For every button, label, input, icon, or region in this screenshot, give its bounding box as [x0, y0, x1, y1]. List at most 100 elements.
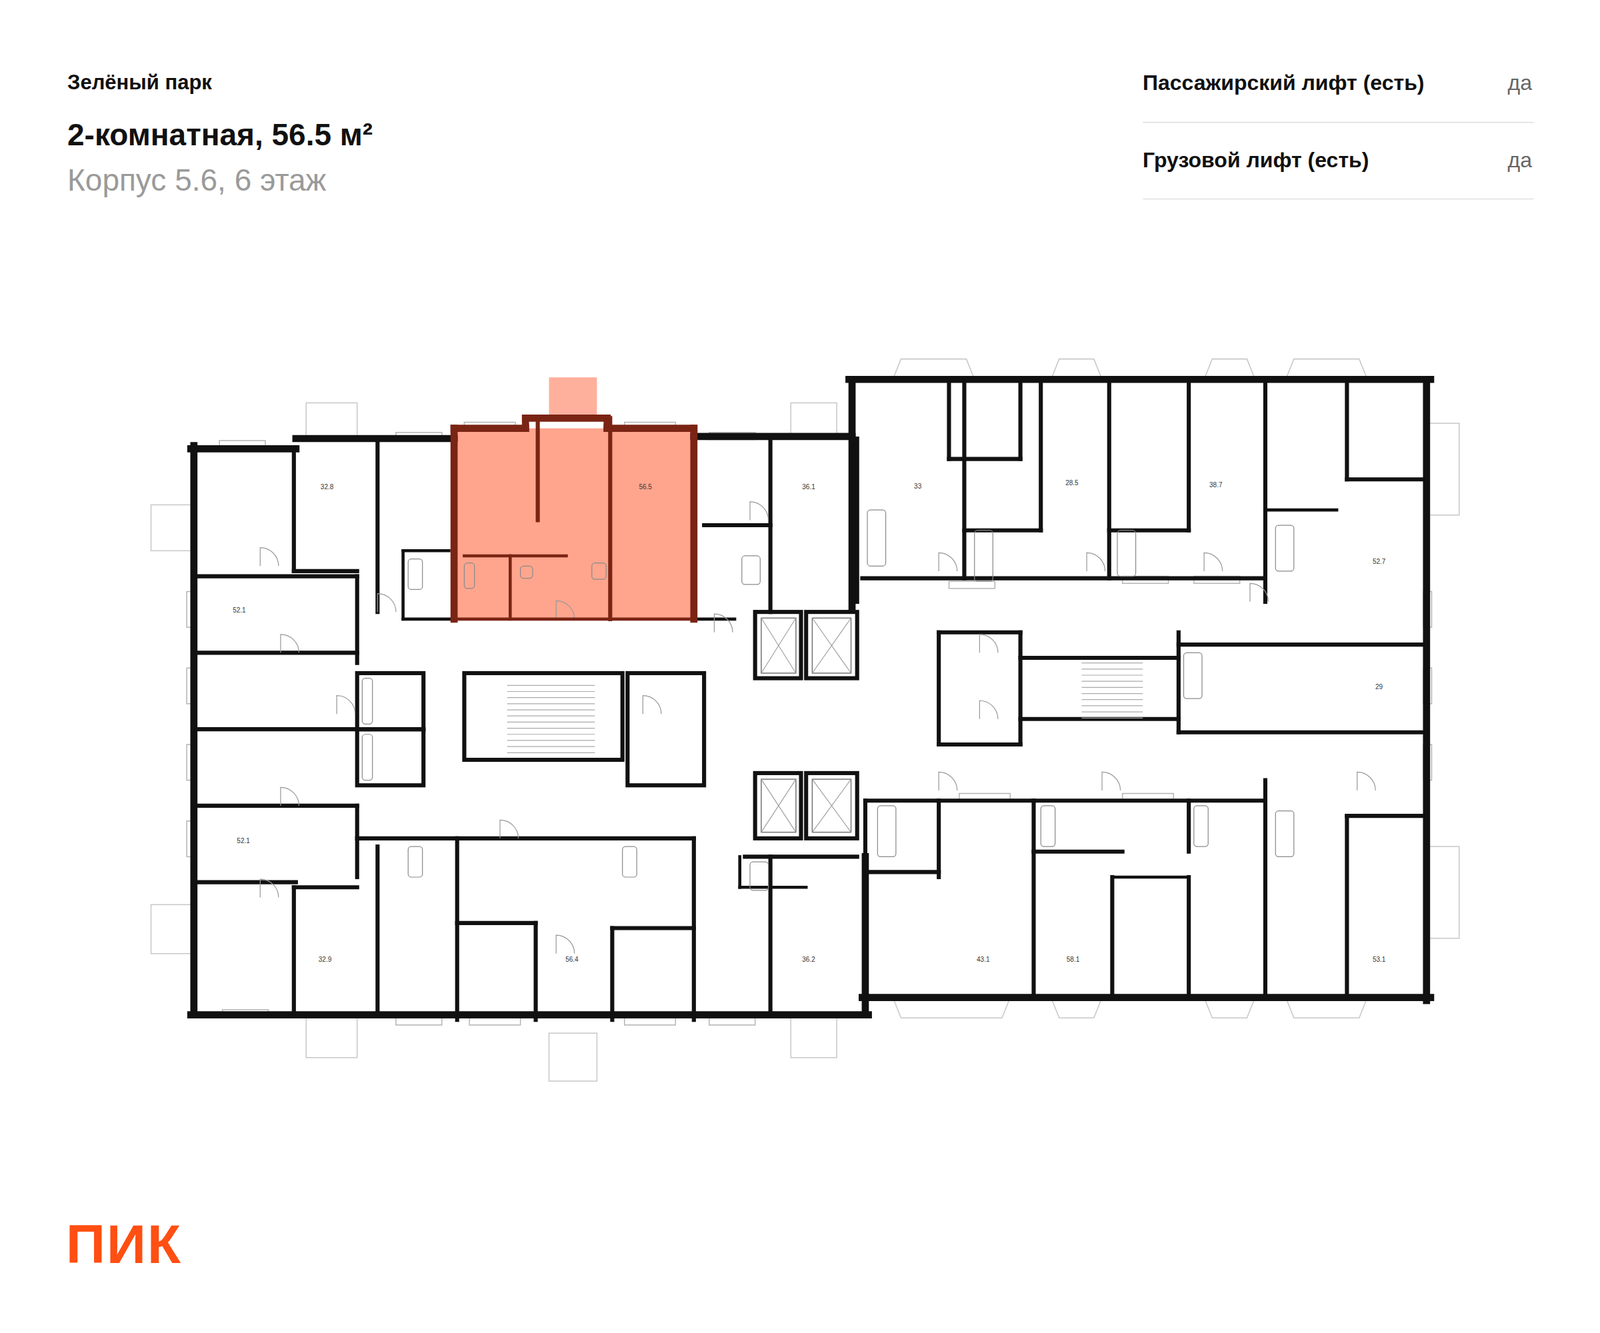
apartment: 28.5: [1064, 478, 1083, 487]
wall: [194, 804, 358, 808]
wall: [865, 798, 1266, 803]
area-label: 33: [914, 482, 925, 490]
project-name: Зелёный парк: [67, 70, 212, 95]
core-wall: [464, 673, 622, 760]
elevator-car: [761, 618, 796, 674]
wall: [936, 800, 941, 878]
balcony: [790, 1015, 837, 1058]
wall: [294, 885, 358, 890]
apartment: 58.1: [1065, 954, 1084, 964]
wall: [190, 445, 296, 453]
stair-tread: [1081, 705, 1143, 706]
stair-tread: [1081, 681, 1143, 682]
area-label: 29: [1375, 683, 1386, 691]
stair-tread: [1081, 668, 1143, 670]
sanitary-fixture: [1194, 806, 1208, 847]
area-label: 32.8: [320, 483, 337, 491]
wall: [938, 630, 1020, 635]
windows: [186, 422, 1432, 1026]
selected-wall: [508, 556, 512, 620]
balcony: [1428, 423, 1460, 516]
stair-tread: [1081, 693, 1143, 694]
wall: [355, 576, 360, 664]
wall: [848, 376, 1430, 384]
stair-tread: [507, 728, 596, 729]
wall: [1344, 816, 1349, 998]
wall: [1112, 876, 1189, 880]
selected-wall: [464, 554, 566, 558]
elevator-cross: [812, 779, 851, 833]
wall: [1263, 379, 1268, 602]
wall: [855, 438, 860, 602]
wall: [865, 870, 939, 874]
wall: [194, 574, 358, 579]
door-swing: [714, 614, 733, 633]
sanitary-fixture: [877, 806, 896, 858]
wall: [692, 838, 696, 1020]
selected-wall: [454, 424, 526, 432]
stair-tread: [507, 722, 596, 723]
sanitary-fixture: [520, 566, 533, 578]
door-swing: [979, 634, 998, 654]
stair-tread: [1081, 699, 1143, 700]
balcony: [306, 1015, 358, 1058]
feature-value: да: [1508, 70, 1532, 96]
door-swing: [1250, 583, 1269, 602]
sanitary-fixture: [974, 530, 994, 582]
selected-wall: [608, 418, 612, 619]
stair-tread: [507, 703, 596, 704]
stair-tread: [1081, 718, 1143, 719]
stair-tread: [507, 740, 596, 741]
wall: [1186, 877, 1191, 998]
stair-tread: [1081, 662, 1143, 664]
sanitary-fixture: [742, 556, 761, 585]
balcony: [548, 1033, 597, 1082]
wall: [964, 528, 1041, 533]
selected-area: [454, 428, 694, 620]
core-wall: [357, 673, 424, 730]
table-rule: [1142, 122, 1534, 124]
apartment: 53.1: [1371, 954, 1390, 964]
area-label: 38.7: [1209, 481, 1226, 489]
wall: [1110, 877, 1114, 998]
window: [948, 581, 995, 589]
wall: [768, 856, 773, 1015]
wall: [534, 923, 538, 1020]
sanitary-fixture: [1275, 525, 1294, 572]
selected-balcony: [548, 377, 597, 420]
wall: [455, 838, 460, 1020]
wall: [194, 880, 296, 885]
door-swing: [260, 879, 279, 898]
stair-tread: [507, 691, 596, 692]
apartment: 56.5: [637, 482, 656, 492]
window: [469, 1018, 521, 1026]
stair-tread: [507, 685, 596, 686]
selected-wall: [536, 418, 540, 520]
wall: [1034, 850, 1123, 854]
wall: [612, 926, 694, 930]
window: [396, 1018, 442, 1026]
apartment: 52.7: [1371, 556, 1390, 566]
stair-tread: [1081, 687, 1143, 688]
apartment: 36.2: [800, 954, 820, 964]
stair-tread: [507, 709, 596, 710]
core-wall: [755, 773, 802, 839]
sanitary-fixture: [362, 678, 372, 725]
area-label: 52.1: [232, 606, 249, 614]
feature-name: Грузовой лифт (есть): [1142, 148, 1369, 173]
elevator-cross: [812, 618, 851, 674]
sanitary-fixture: [622, 846, 637, 878]
feature-value: да: [1508, 148, 1532, 173]
door-swing: [938, 552, 958, 572]
wall: [738, 856, 742, 888]
area-label: 56.5: [638, 483, 655, 491]
wall: [1018, 379, 1023, 459]
balconies: [151, 402, 1460, 1082]
wall: [1020, 717, 1179, 722]
wall: [948, 457, 1020, 462]
selected-walls: [454, 418, 694, 619]
wall: [936, 632, 941, 745]
elevator-car: [812, 618, 851, 674]
door-swing: [1204, 552, 1223, 572]
